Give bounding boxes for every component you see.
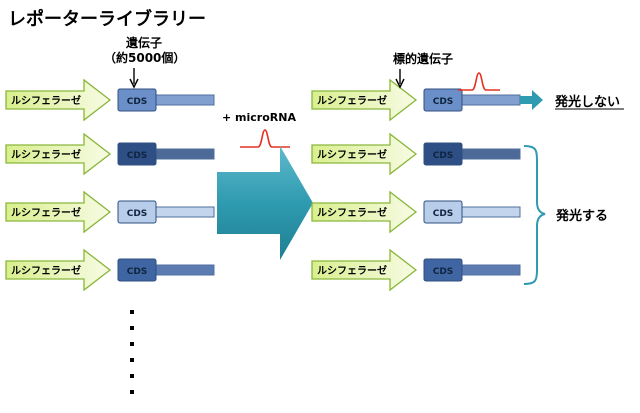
ellipsis-dot	[130, 374, 134, 378]
target-gene-label: 標的遺伝子	[393, 51, 453, 66]
gene-tail-bar	[155, 206, 215, 218]
ellipsis-dot	[130, 310, 134, 314]
right-construct: ルシフェラーゼ CDS	[311, 132, 521, 176]
luciferase-label: ルシフェラーゼ	[11, 264, 81, 277]
cds-label: CDS	[127, 267, 148, 277]
big-process-arrow	[217, 146, 313, 260]
gene-tail-bar	[461, 94, 521, 106]
cds-box	[117, 142, 157, 166]
gene-tail-bar	[155, 94, 215, 106]
microrna-label: + microRNA	[222, 111, 296, 124]
cds-label: CDS	[433, 209, 454, 219]
left-construct: ルシフェラーゼ CDS	[5, 248, 215, 292]
library-title: レポーターライブラリー	[8, 8, 206, 30]
ellipsis-dot	[130, 390, 134, 394]
gene-tail-bar	[155, 264, 215, 276]
luciferase-arrow	[5, 78, 112, 122]
luciferase-label: ルシフェラーゼ	[317, 148, 387, 161]
luciferase-arrow	[311, 132, 418, 176]
luciferase-arrow	[5, 248, 112, 292]
more-constructs-ellipsis	[130, 310, 134, 394]
no-glow-label: 発光しない	[554, 94, 620, 110]
luciferase-arrow	[311, 190, 418, 234]
left-construct: ルシフェラーゼ CDS	[5, 190, 215, 234]
gene-tail-bar	[461, 148, 521, 160]
no-glow-arrow	[520, 90, 543, 110]
luciferase-arrow	[311, 248, 418, 292]
cds-label: CDS	[433, 151, 454, 161]
luciferase-label: ルシフェラーゼ	[11, 148, 81, 161]
left-construct-column: ルシフェラーゼ CDS ルシフェラーゼ CDS ルシフェラーゼ CDS ルシフェラーゼ CDS	[5, 78, 215, 292]
gene-pointer-arrow	[129, 68, 139, 89]
left-construct: ルシフェラーゼ CDS	[5, 132, 215, 176]
glow-bracket	[523, 145, 546, 285]
right-construct: ルシフェラーゼ CDS	[311, 248, 521, 292]
cds-box	[117, 200, 157, 224]
cds-box	[423, 142, 463, 166]
gene-tail-bar	[461, 264, 521, 276]
luciferase-label: ルシフェラーゼ	[317, 206, 387, 219]
cds-label: CDS	[127, 151, 148, 161]
ellipsis-dot	[130, 358, 134, 362]
gene-tail-bar	[461, 206, 521, 218]
cds-box	[423, 200, 463, 224]
cds-label: CDS	[127, 209, 148, 219]
luciferase-label: ルシフェラーゼ	[317, 94, 387, 107]
target-pointer-arrow	[395, 69, 405, 89]
gene-count-label: （約5000個）	[104, 50, 185, 65]
cds-label: CDS	[433, 267, 454, 277]
cds-label: CDS	[127, 97, 148, 107]
cds-label: CDS	[433, 97, 454, 107]
gene-tail-bar	[155, 148, 215, 160]
luciferase-label: ルシフェラーゼ	[317, 264, 387, 277]
luciferase-label: ルシフェラーゼ	[11, 94, 81, 107]
glow-label: 発光する	[555, 208, 608, 224]
cds-box	[117, 258, 157, 282]
left-construct: ルシフェラーゼ CDS	[5, 78, 215, 122]
luciferase-arrow	[5, 132, 112, 176]
right-construct: ルシフェラーゼ CDS	[311, 190, 521, 234]
gene-label: 遺伝子	[125, 35, 162, 50]
ellipsis-dot	[130, 326, 134, 330]
right-construct: ルシフェラーゼ CDS	[311, 78, 521, 122]
cds-box	[423, 258, 463, 282]
cds-box	[117, 88, 157, 112]
luciferase-arrow	[5, 190, 112, 234]
luciferase-label: ルシフェラーゼ	[11, 206, 81, 219]
cds-box	[423, 88, 463, 112]
right-construct-column: ルシフェラーゼ CDS ルシフェラーゼ CDS ルシフェラーゼ CDS ルシフェラーゼ CDS	[311, 78, 521, 292]
ellipsis-dot	[130, 342, 134, 346]
microrna-wave	[240, 129, 290, 148]
luciferase-arrow	[311, 78, 418, 122]
bound-microrna-wave	[458, 72, 500, 91]
